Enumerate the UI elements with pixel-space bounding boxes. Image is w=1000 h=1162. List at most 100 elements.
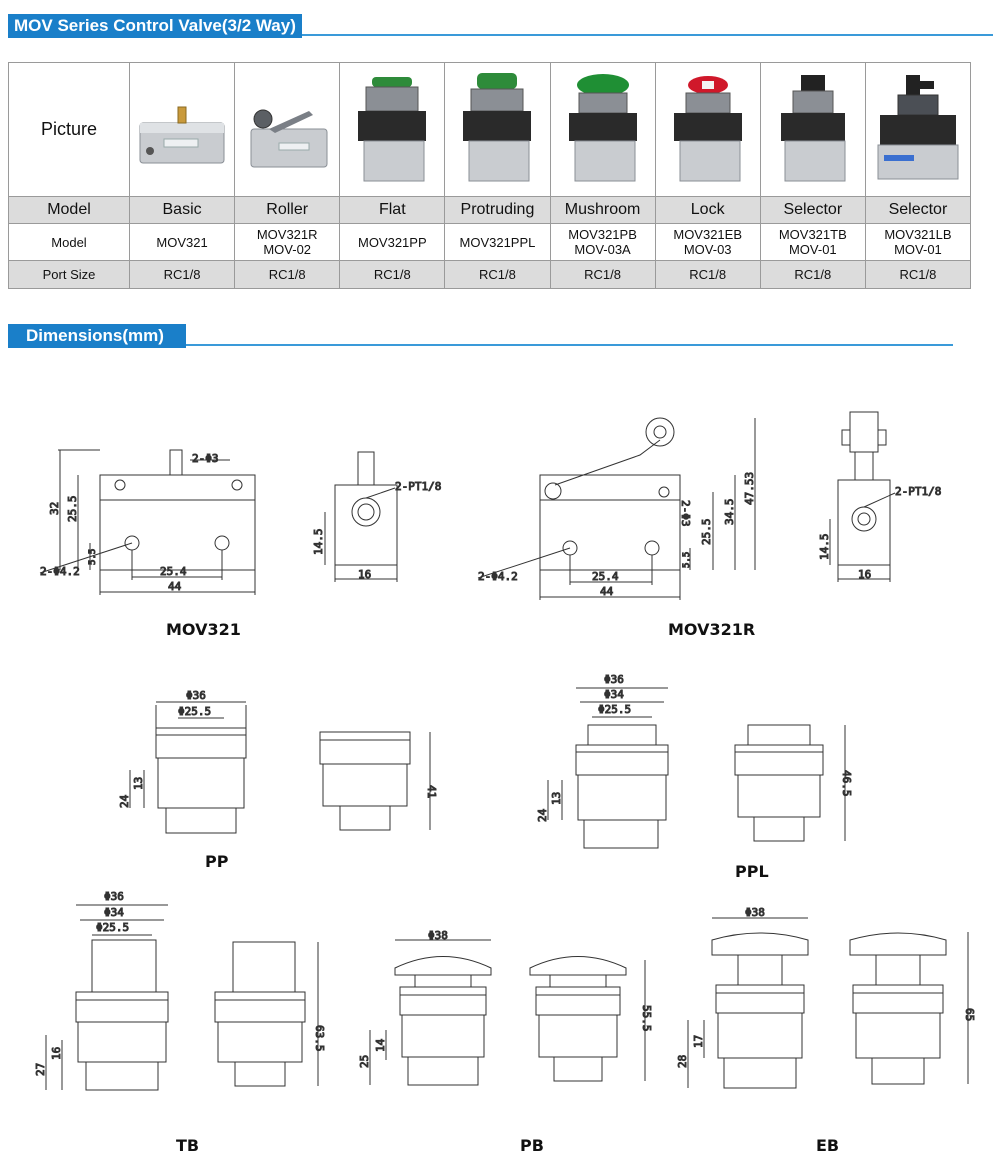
model-type-cell: Mushroom bbox=[549, 196, 656, 224]
model-type-cell: Selector bbox=[759, 196, 866, 224]
dim-tb-h16: 16 bbox=[50, 1047, 63, 1060]
spec-table: Picture bbox=[8, 62, 972, 289]
port-size-cell: RC1/8 bbox=[234, 260, 341, 289]
caption-mov321: MOV321 bbox=[166, 620, 241, 639]
model-code-cell: MOV321PP bbox=[339, 223, 446, 261]
dim-tb-h27: 27 bbox=[34, 1063, 47, 1076]
dim-mov321-h32: 32 bbox=[48, 502, 61, 515]
header-rule bbox=[8, 34, 993, 36]
drawing-eb bbox=[687, 917, 969, 1089]
model-code-line1: MOV321PP bbox=[357, 234, 427, 250]
dim-mov321r-side-port: 2-PT1/8 bbox=[895, 485, 941, 498]
model-code-line1: MOV321TB bbox=[778, 227, 847, 242]
caption-eb: EB bbox=[816, 1136, 840, 1155]
model-type-row: Model Basic Roller Flat Protruding Mushr… bbox=[8, 196, 972, 224]
model-code-line2: MOV-03A bbox=[574, 242, 631, 257]
dim-tb-d25-5: Φ25.5 bbox=[96, 921, 129, 934]
header-rule bbox=[8, 344, 953, 346]
dims-section-header: Dimensions(mm) bbox=[8, 324, 953, 348]
row-header-model-type: Model bbox=[8, 196, 130, 224]
valve-lock-photo bbox=[673, 75, 742, 181]
photo-cell-mushroom bbox=[549, 62, 656, 197]
spec-section-header: MOV Series Control Valve(3/2 Way) bbox=[8, 14, 993, 38]
model-code-line1: MOV321LB bbox=[884, 227, 952, 242]
dim-pb-h14: 14 bbox=[374, 1038, 387, 1052]
dim-eb-h65: 65 bbox=[963, 1008, 976, 1021]
row-header-picture: Picture bbox=[8, 62, 130, 197]
port-size-cell: RC1/8 bbox=[339, 260, 446, 289]
valve-flat-photo bbox=[358, 76, 427, 181]
port-size-row: Port Size RC1/8 RC1/8 RC1/8 RC1/8 RC1/8 … bbox=[8, 260, 972, 289]
photo-cell-flat bbox=[339, 62, 446, 197]
drawing-ppl bbox=[547, 687, 846, 849]
model-code-line1: MOV321EB bbox=[673, 227, 743, 242]
photo-cell-basic bbox=[128, 62, 236, 197]
port-size-cell: RC1/8 bbox=[864, 260, 972, 289]
dim-tb-d34: Φ34 bbox=[104, 906, 124, 919]
dim-pb-h25: 25 bbox=[358, 1055, 371, 1068]
model-type-cell: Selector bbox=[864, 196, 972, 224]
model-code-line1: MOV321PB bbox=[568, 227, 637, 242]
dim-mov321-holes-top: 2-Φ3 bbox=[192, 452, 219, 465]
dim-mov321r-w25-4: 25.4 bbox=[592, 570, 619, 583]
dim-tb-h63-5: 63.5 bbox=[313, 1025, 326, 1052]
spec-section-title: MOV Series Control Valve(3/2 Way) bbox=[8, 14, 302, 38]
dim-mov321-side-w16: 16 bbox=[358, 568, 371, 581]
dim-mov321r-h34-5: 34.5 bbox=[723, 499, 736, 526]
model-code-cell: MOV321PPL bbox=[444, 223, 551, 261]
valve-protruding-photo bbox=[463, 72, 532, 181]
row-header-port-size: Port Size bbox=[8, 260, 130, 289]
model-type-cell: Basic bbox=[128, 196, 236, 224]
dim-mov321-w25-4: 25.4 bbox=[160, 565, 187, 578]
dim-ppl-h13: 13 bbox=[550, 792, 563, 805]
model-type-cell: Flat bbox=[339, 196, 446, 224]
valve-mushroom-photo bbox=[568, 73, 637, 181]
drawing-pb bbox=[369, 939, 646, 1086]
dim-pb-d38: Φ38 bbox=[428, 929, 448, 942]
dim-eb-h28: 28 bbox=[676, 1055, 689, 1068]
dim-pp-d25-5: Φ25.5 bbox=[178, 705, 211, 718]
photo-cell-roller bbox=[234, 62, 341, 197]
port-size-cell: RC1/8 bbox=[759, 260, 866, 289]
dim-mov321-h5-5: 5.5 bbox=[88, 549, 98, 565]
dim-mov321r-side-w16: 16 bbox=[858, 568, 871, 581]
drawing-tb bbox=[45, 904, 319, 1091]
dim-mov321r-h25-5: 25.5 bbox=[700, 519, 713, 546]
drawing-mov321-side bbox=[324, 451, 398, 582]
photo-cell-selector-tb bbox=[759, 62, 866, 197]
model-code-line1: MOV321R bbox=[256, 227, 318, 242]
dim-ppl-h46-5: 46.5 bbox=[840, 770, 853, 797]
port-size-cell: RC1/8 bbox=[654, 260, 761, 289]
dim-mov321r-w44: 44 bbox=[600, 585, 614, 598]
dim-ppl-h24: 24 bbox=[536, 808, 549, 822]
caption-pp: PP bbox=[205, 852, 229, 871]
port-size-cell: RC1/8 bbox=[444, 260, 551, 289]
model-code-line2: MOV-02 bbox=[263, 242, 312, 257]
photo-cell-protruding bbox=[444, 62, 551, 197]
dim-ppl-d36: Φ36 bbox=[604, 673, 624, 686]
port-size-cell: RC1/8 bbox=[549, 260, 656, 289]
dim-mov321-side-port: 2-PT1/8 bbox=[395, 480, 441, 493]
valve-basic-photo bbox=[139, 106, 225, 163]
dims-section-title: Dimensions(mm) bbox=[8, 324, 186, 348]
dim-mov321-holes-side: 2-Φ4.2 bbox=[40, 565, 80, 578]
port-size-cell: RC1/8 bbox=[128, 260, 236, 289]
model-code-line1: MOV321PPL bbox=[459, 234, 536, 250]
dim-ppl-d25-5: Φ25.5 bbox=[598, 703, 631, 716]
drawing-pp bbox=[129, 701, 431, 834]
valve-roller-photo bbox=[250, 109, 328, 167]
dim-ppl-d34: Φ34 bbox=[604, 688, 624, 701]
dimension-drawings: 2-Φ3 32 25.5 5.5 2-Φ4.2 25.4 44 2-PT1/8 … bbox=[34, 411, 977, 1091]
drawing-mov321r-front bbox=[477, 417, 756, 600]
dim-mov321-side-h14-5: 14.5 bbox=[312, 529, 325, 556]
model-type-cell: Roller bbox=[234, 196, 341, 224]
dim-mov321r-holes-mid: 2-Φ3 bbox=[679, 500, 692, 527]
model-code-line2: MOV-03 bbox=[683, 242, 732, 257]
row-header-model-code: Model bbox=[8, 223, 130, 261]
dim-pp-d36: Φ36 bbox=[186, 689, 206, 702]
caption-mov321r: MOV321R bbox=[668, 620, 756, 639]
